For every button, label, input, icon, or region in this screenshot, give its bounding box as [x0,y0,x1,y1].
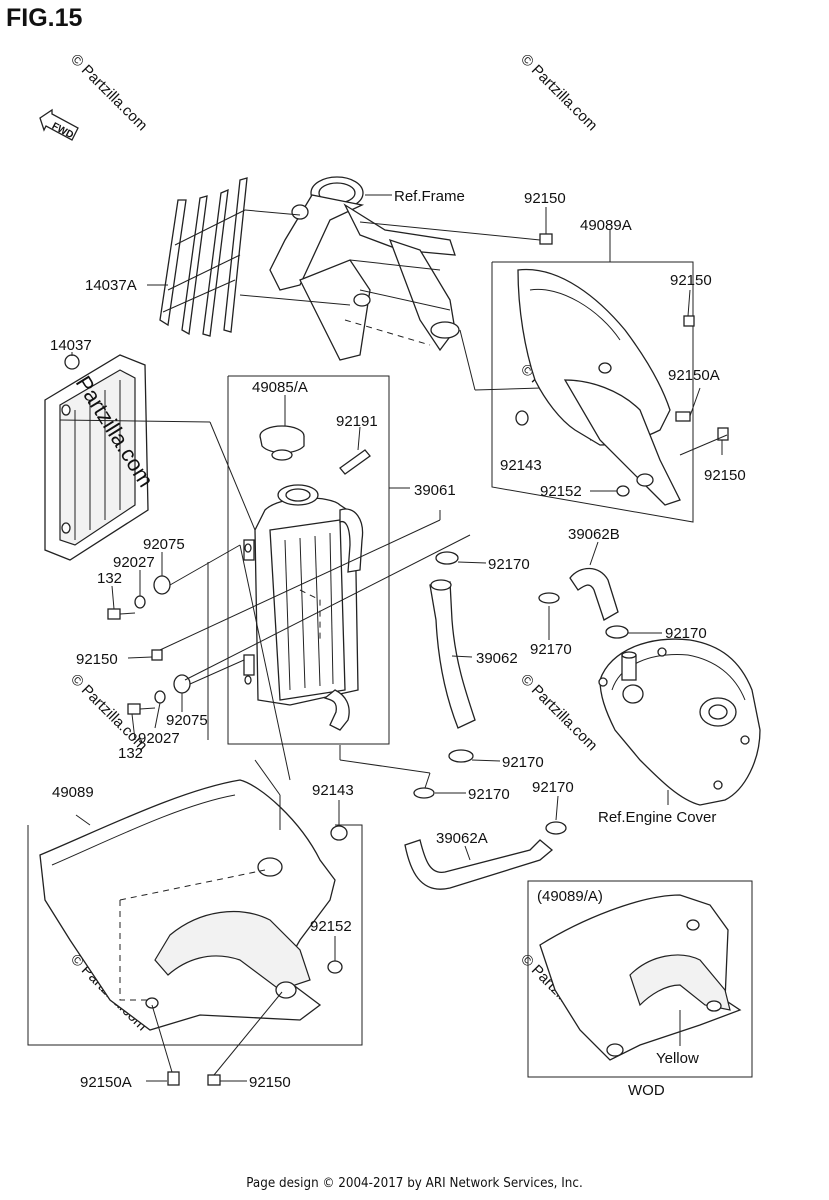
label-132: 132 [118,745,143,762]
hose-39062b [538,541,662,640]
label-92027: 92027 [138,730,180,747]
watermark: © Partzilla.com [67,51,150,134]
label-39061: 39061 [414,482,456,499]
label-92170: 92170 [665,625,707,642]
label-92170: 92170 [488,556,530,573]
label-14037a: 14037A [85,277,137,294]
mounting-hardware-left [107,510,471,741]
label-92150: 92150 [76,651,118,668]
hose-39062a [339,745,567,890]
frame-reference [269,176,460,361]
label-39062b: 39062B [568,526,620,543]
label-39062: 39062 [476,650,518,667]
label-49089: 49089 [52,784,94,801]
page-footer: Page design © 2004-2017 by ARI Network S… [246,1176,583,1191]
part-labels: Ref.Frame 92150 49089A 14037A 92150 1403… [50,188,746,1099]
label-49089a: 49089A [580,217,632,234]
label-92191: 92191 [336,413,378,430]
hose-39062 [429,551,501,763]
label-92150: 92150 [524,190,566,207]
label-ref-frame: Ref.Frame [394,188,465,205]
label-92152: 92152 [540,483,582,500]
label-132: 132 [97,570,122,587]
label-49085a: 49085/A [252,379,308,396]
label-92027: 92027 [113,554,155,571]
watermark: © Partzilla.com [517,671,600,754]
wod-inset-box [527,880,753,1078]
label-92150: 92150 [249,1074,291,1091]
bolt-icon [539,207,553,245]
label-92075: 92075 [166,712,208,729]
radiator-guard-14037: Partzilla.com [44,352,256,561]
label-92170: 92170 [532,779,574,796]
label-92150a: 92150A [668,367,720,384]
figure-title: FIG.15 [6,4,83,32]
label-wod: WOD [628,1082,665,1099]
watermark: © Partzilla.com [517,51,600,134]
label-92152: 92152 [310,918,352,935]
label-92170: 92170 [530,641,572,658]
label-92143: 92143 [500,457,542,474]
label-yellow: Yellow [656,1050,699,1067]
shroud-49089a-group [491,230,729,523]
label-49089a-box: (49089/A) [537,888,603,905]
label-39062a: 39062A [436,830,488,847]
engine-cover-reference [598,638,761,806]
label-92150: 92150 [704,467,746,484]
label-ref-engine-cover: Ref.Engine Cover [598,809,716,826]
radiator-assembly [227,375,410,745]
label-92170: 92170 [502,754,544,771]
label-92150: 92150 [670,272,712,289]
label-92143: 92143 [312,782,354,799]
fwd-arrow-icon: FWD [39,108,79,141]
label-92170: 92170 [468,786,510,803]
label-92150a: 92150A [80,1074,132,1091]
label-14037: 14037 [50,337,92,354]
label-92075: 92075 [143,536,185,553]
radiator-guard-louvre [159,177,248,337]
shroud-49089-group [27,544,363,1086]
